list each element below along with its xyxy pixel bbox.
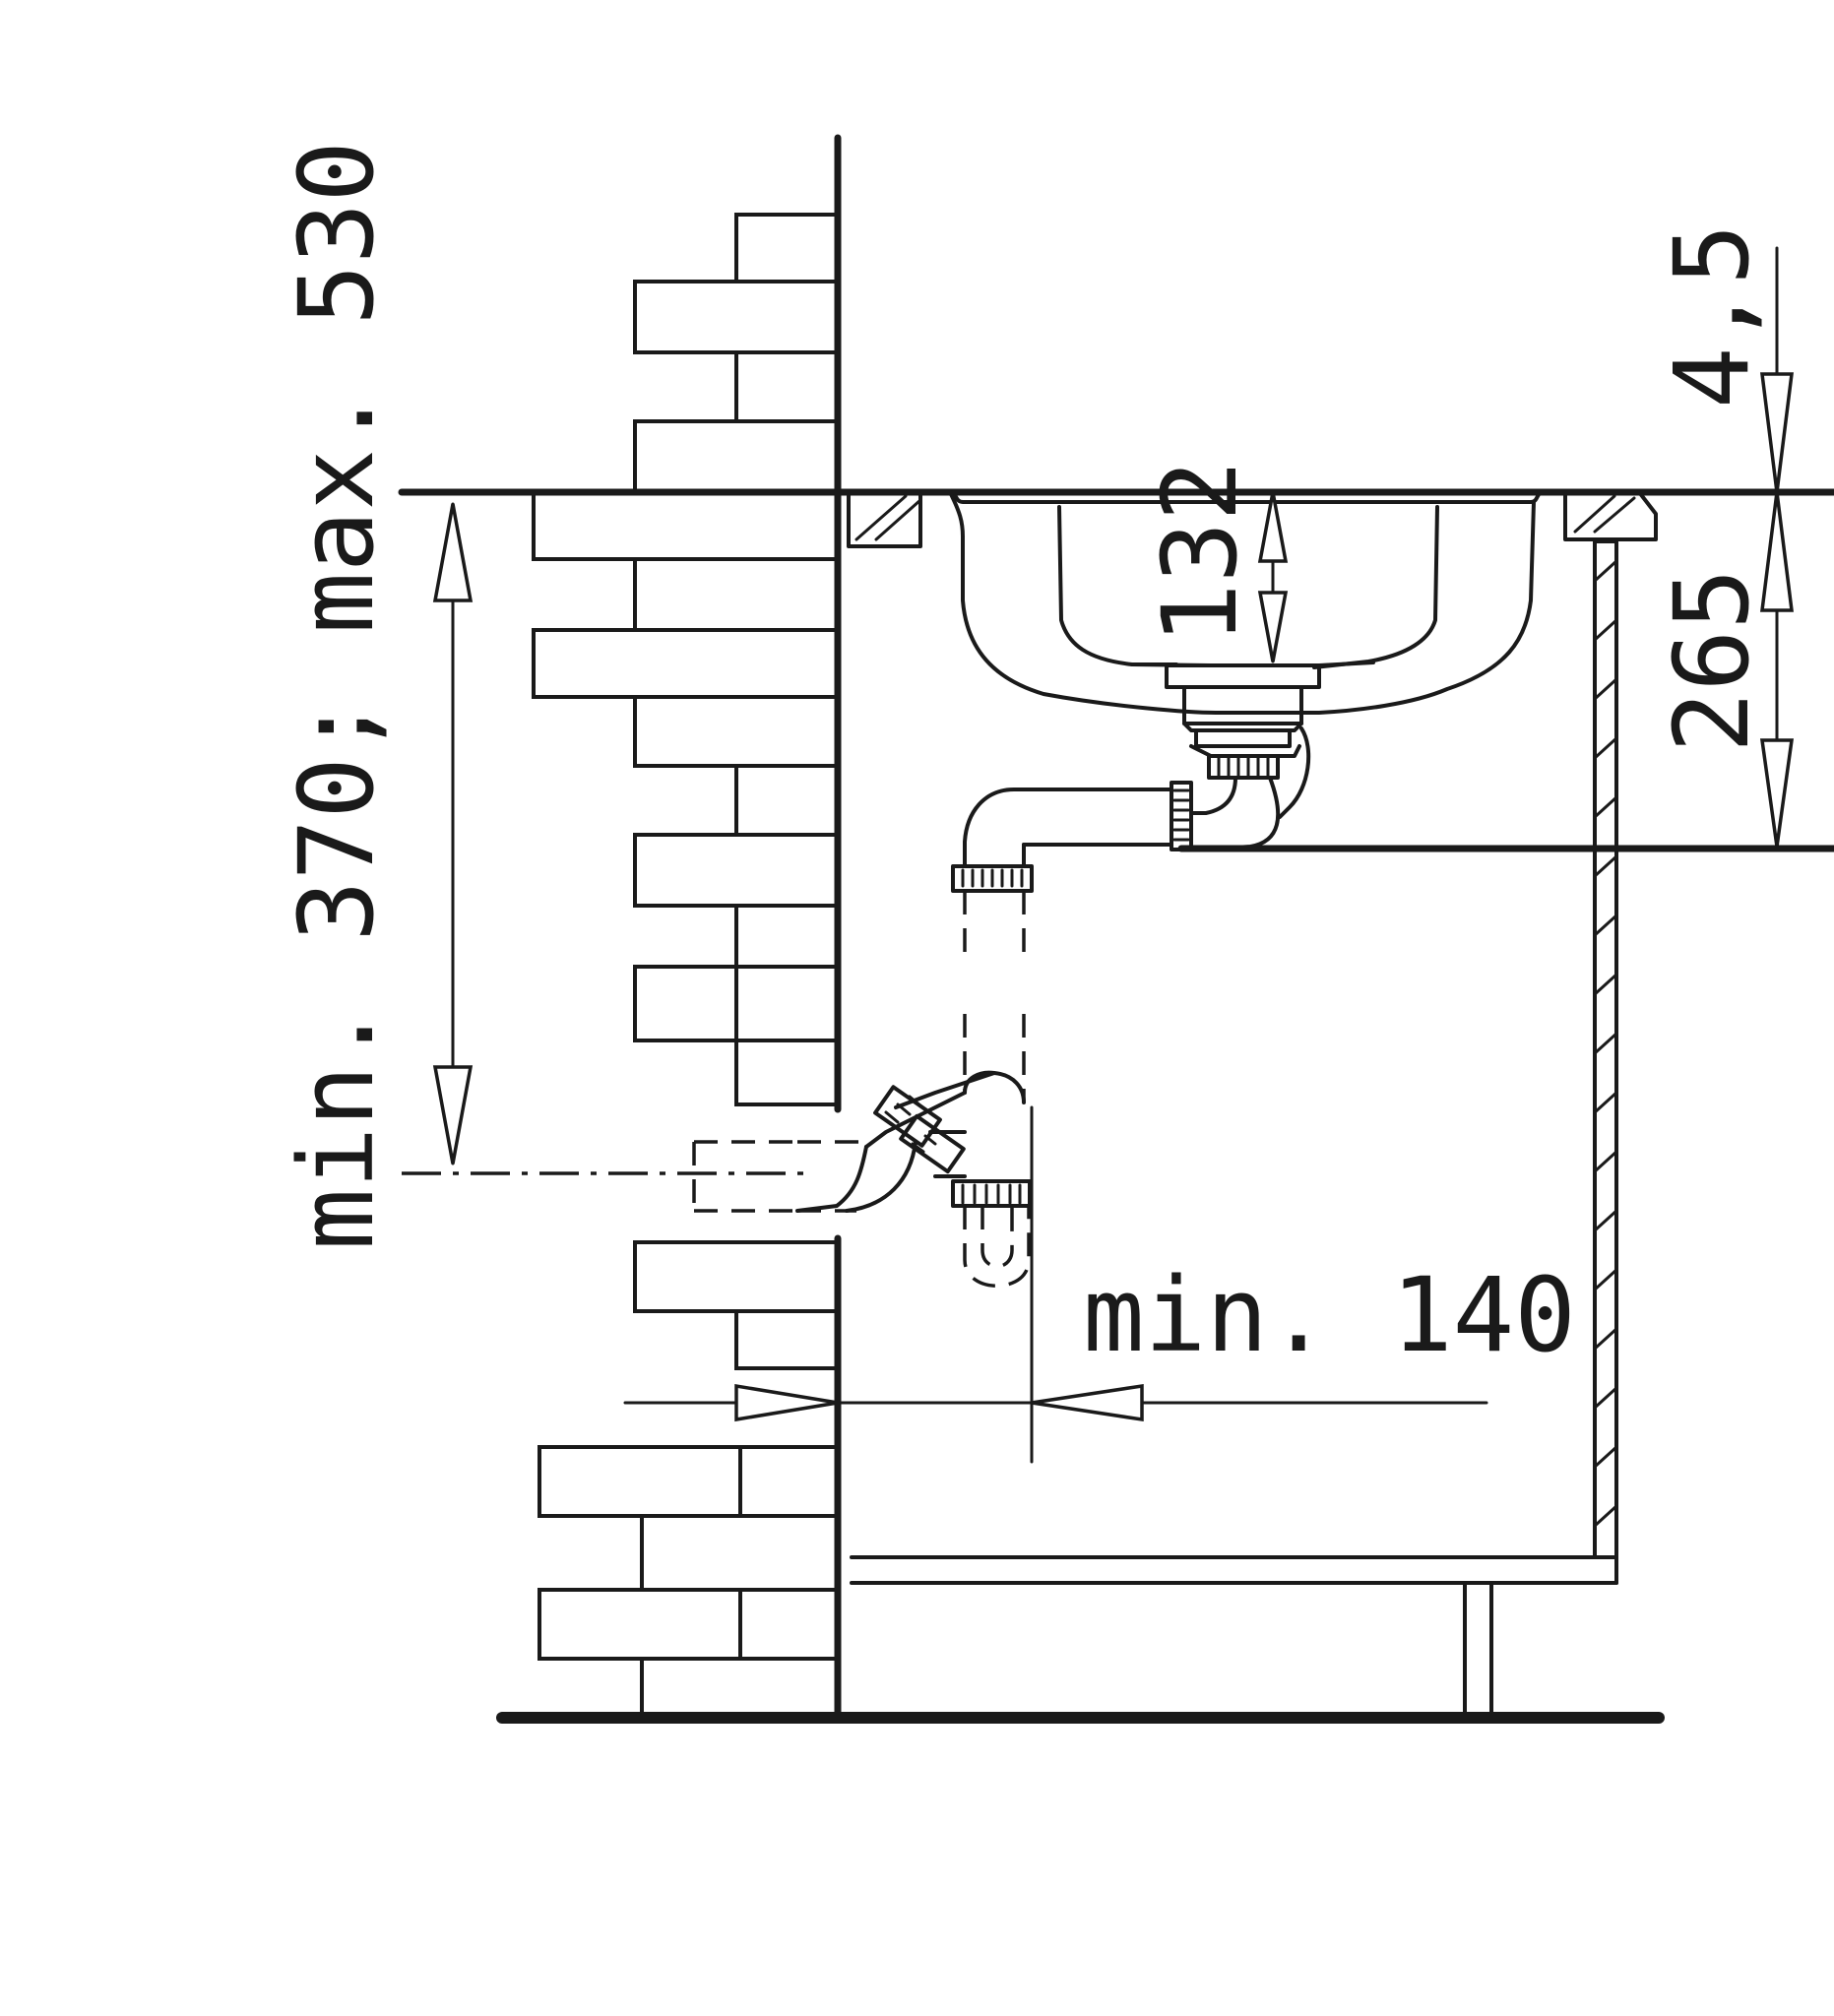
tail-pipe [951, 847, 1034, 1102]
dim-wall-clearance: min. 140 [623, 1105, 1576, 1464]
dim-outlet-height: min. 370; max. 530 [277, 141, 474, 1250]
dim-worktop-label: 4,5 [1652, 223, 1772, 409]
dim-right: 4,5 265 [1177, 223, 1834, 852]
trap [795, 1070, 1032, 1288]
dim-drain-height-label: 265 [1652, 568, 1772, 753]
wall-outlet [402, 1140, 807, 1213]
dim-wall-clearance-label: min. 140 [1083, 1255, 1576, 1375]
dim-outlet-height-label: min. 370; max. 530 [277, 141, 397, 1250]
brick-wall [532, 213, 840, 1718]
drain-fitting [963, 663, 1321, 858]
cabinet [850, 539, 1618, 1715]
dim-sink-depth-label: 132 [1140, 460, 1260, 645]
dim-sink-depth: 132 [1140, 460, 1289, 663]
worktop [398, 488, 1834, 548]
